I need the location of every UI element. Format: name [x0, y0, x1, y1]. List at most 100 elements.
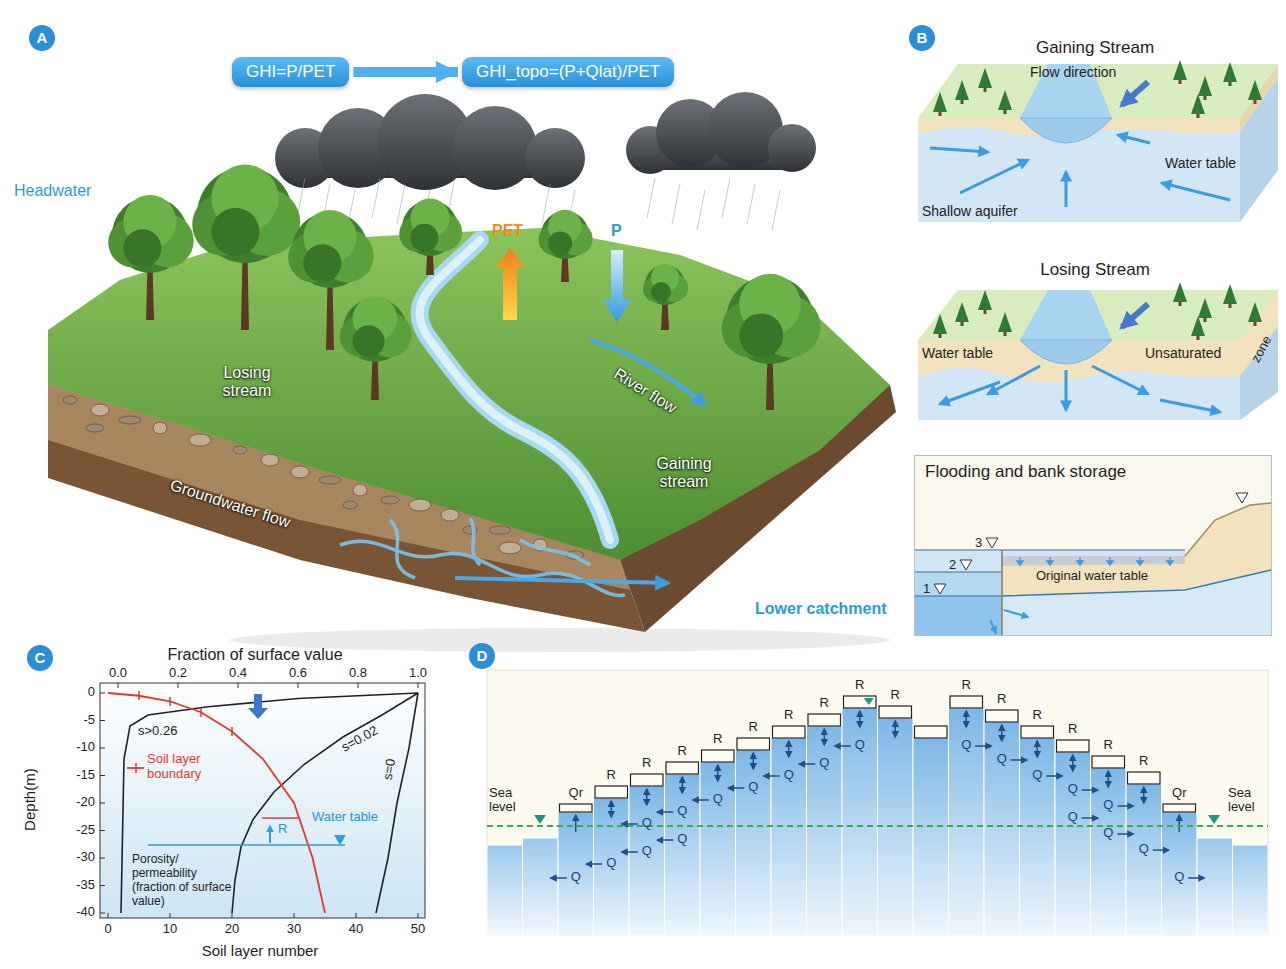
node-text: 3: [975, 536, 982, 551]
flooding-drawing: [915, 550, 1185, 551]
label: Q: [640, 844, 654, 859]
flooding-drawing: [1017, 557, 1173, 565]
axis-ticks: [298, 683, 299, 688]
recharge-arrow: [269, 826, 271, 843]
label: River flow: [598, 357, 693, 426]
lateral-flow-arrow: [1188, 877, 1204, 879]
axis-ticks: [232, 913, 233, 918]
surface-cell: [702, 750, 735, 762]
tree: [643, 264, 688, 330]
runoff-arrow: [1179, 815, 1181, 832]
gaining-block: [1162, 183, 1230, 200]
label: -5: [55, 713, 95, 728]
layer-markers: [231, 727, 233, 736]
conifer: [933, 314, 947, 338]
precipitation-arrow: [603, 250, 631, 322]
label: Qr: [1167, 786, 1191, 801]
stones: [91, 404, 109, 416]
panel-box: Gaining StreamFlow directionWater tableS…: [910, 34, 1280, 229]
surface-cell: [1021, 726, 1054, 738]
conifer: [961, 100, 964, 104]
legend-text: Soil layer boundary: [147, 752, 235, 782]
recharge-arrow: [966, 711, 968, 727]
axis-ticks: [100, 720, 105, 721]
label: PET: [492, 222, 523, 240]
lateral-flow-arrow: [657, 811, 673, 813]
node-title: C: [27, 645, 53, 671]
label: Lower catchment: [755, 600, 887, 618]
lateral-flow-arrow: [586, 863, 602, 865]
panel-ground: [487, 670, 1268, 935]
label: 0.8: [343, 666, 373, 681]
node-text: Water table: [922, 345, 993, 361]
panel-letter: C: [27, 645, 53, 671]
label: Q: [569, 870, 583, 885]
conifer: [998, 90, 1012, 110]
label: Q: [746, 780, 760, 795]
legend-line-sample: [135, 763, 137, 773]
terrain: [420, 240, 610, 540]
conifer: [1191, 316, 1205, 340]
conifer: [978, 68, 992, 92]
axis-ticks: [100, 885, 105, 886]
label: Q: [640, 816, 654, 831]
conifer: [998, 312, 1012, 336]
tree: [340, 296, 412, 400]
axis-ticks: [178, 683, 179, 688]
curve-s026: [121, 693, 418, 913]
rain: [722, 178, 730, 218]
label: Q: [817, 756, 831, 771]
node-text: zone: [1246, 328, 1278, 370]
recharge-arrow: [1037, 741, 1039, 757]
conifer: [1223, 284, 1237, 304]
land-column: [665, 774, 701, 935]
surface-cell: [808, 714, 841, 726]
legend-line-sample: [127, 761, 145, 775]
sea-level-line: [487, 825, 1268, 827]
label: Fraction of surface value: [130, 646, 380, 664]
lateral-flow-arrow: [764, 775, 780, 777]
chart: [100, 683, 425, 918]
flooding-drawing: [960, 560, 972, 570]
label: Q: [1172, 870, 1186, 885]
terrain: [48, 228, 890, 560]
stones: [381, 496, 399, 504]
label: Q: [1030, 768, 1044, 783]
flooding-drawing: [1002, 570, 1271, 596]
label: R: [639, 756, 655, 771]
flooding-drawing: [1137, 561, 1143, 565]
surface-cell: [1057, 740, 1090, 752]
axis-ticks: [100, 803, 105, 804]
label: 40: [341, 922, 371, 937]
label: 50: [403, 922, 433, 937]
label: Q: [1101, 826, 1115, 841]
label: R: [1136, 754, 1152, 769]
node-title: A: [29, 25, 55, 51]
rain: [672, 184, 680, 224]
label: R: [781, 708, 797, 723]
terrain: [420, 240, 610, 540]
axis-ticks: [118, 683, 119, 688]
flooding-drawing: [915, 550, 1185, 596]
rain: [697, 190, 705, 230]
label: 20: [217, 922, 247, 937]
label: -35: [55, 878, 95, 893]
flow-arrows: [455, 578, 668, 583]
axis-ticks: [100, 913, 105, 914]
conifer: [1254, 100, 1257, 104]
recharge-arrow: [895, 721, 897, 737]
lateral-flow-arrow: [693, 799, 709, 801]
conifer: [1248, 80, 1262, 104]
losing-block: [918, 340, 1240, 382]
label: s>0.26: [138, 724, 177, 739]
recharge-arrow: [717, 765, 719, 781]
lateral-flow-arrow: [551, 877, 567, 879]
land-column: [1055, 752, 1091, 935]
recharge-arrow: [824, 729, 826, 745]
conifer: [1197, 336, 1200, 340]
land-column: [1162, 812, 1198, 935]
lateral-flow-arrow: [1082, 789, 1098, 791]
node-text: Water table: [1165, 155, 1236, 171]
